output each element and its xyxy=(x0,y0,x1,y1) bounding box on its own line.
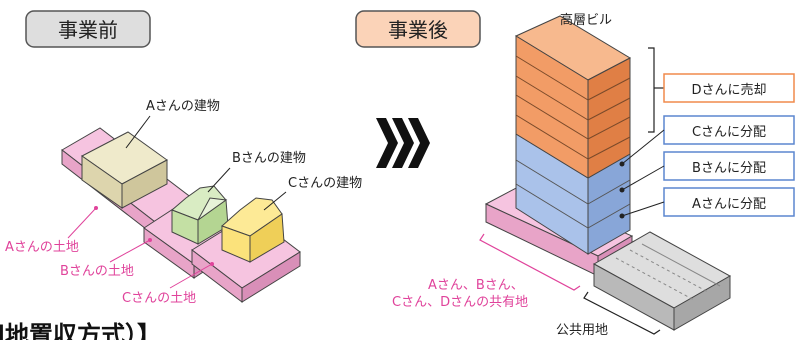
building-c-label: Cさんの建物 xyxy=(288,176,362,191)
allocation-d: Dさんに売却 xyxy=(663,73,795,103)
building-b-label: Bさんの建物 xyxy=(232,151,306,166)
before-tag: 事業前 xyxy=(25,10,151,48)
allocation-c: Cさんに分配 xyxy=(663,115,795,145)
tower-upper-floors xyxy=(514,15,632,179)
before-tag-label: 事業前 xyxy=(58,18,118,42)
allocation-b-label: Bさんに分配 xyxy=(692,161,766,176)
public-land-label: 公共用地 xyxy=(556,323,608,338)
allocation-a-label: Aさんに分配 xyxy=(692,197,766,212)
after-panel: 事業後 xyxy=(355,10,795,338)
tower-label: 高層ビル xyxy=(560,12,612,28)
land-c-label: Cさんの土地 xyxy=(122,291,196,306)
shared-land-label-line2: Cさん、Dさんの共有地 xyxy=(392,295,528,310)
allocation-c-label: Cさんに分配 xyxy=(692,125,766,140)
shared-land-label-line1: Aさん、Bさん、 xyxy=(428,278,524,293)
public-land-slab xyxy=(592,231,732,331)
after-tag-label: 事業後 xyxy=(388,18,448,42)
allocation-a: Aさんに分配 xyxy=(663,187,795,217)
before-panel: 事業前 xyxy=(5,10,362,306)
building-a xyxy=(81,131,168,209)
caption-fragment: ]地置収方式）】 xyxy=(0,321,161,340)
allocation-d-label: Dさんに売却 xyxy=(691,82,766,98)
tower-lower-floors xyxy=(515,133,631,255)
after-tag: 事業後 xyxy=(355,10,481,48)
land-a-label: Aさんの土地 xyxy=(5,240,79,255)
building-a-label: Aさんの建物 xyxy=(146,99,220,114)
transition-arrows-icon xyxy=(376,118,430,168)
allocation-b: Bさんに分配 xyxy=(663,151,795,181)
land-b-label: Bさんの土地 xyxy=(60,264,134,279)
